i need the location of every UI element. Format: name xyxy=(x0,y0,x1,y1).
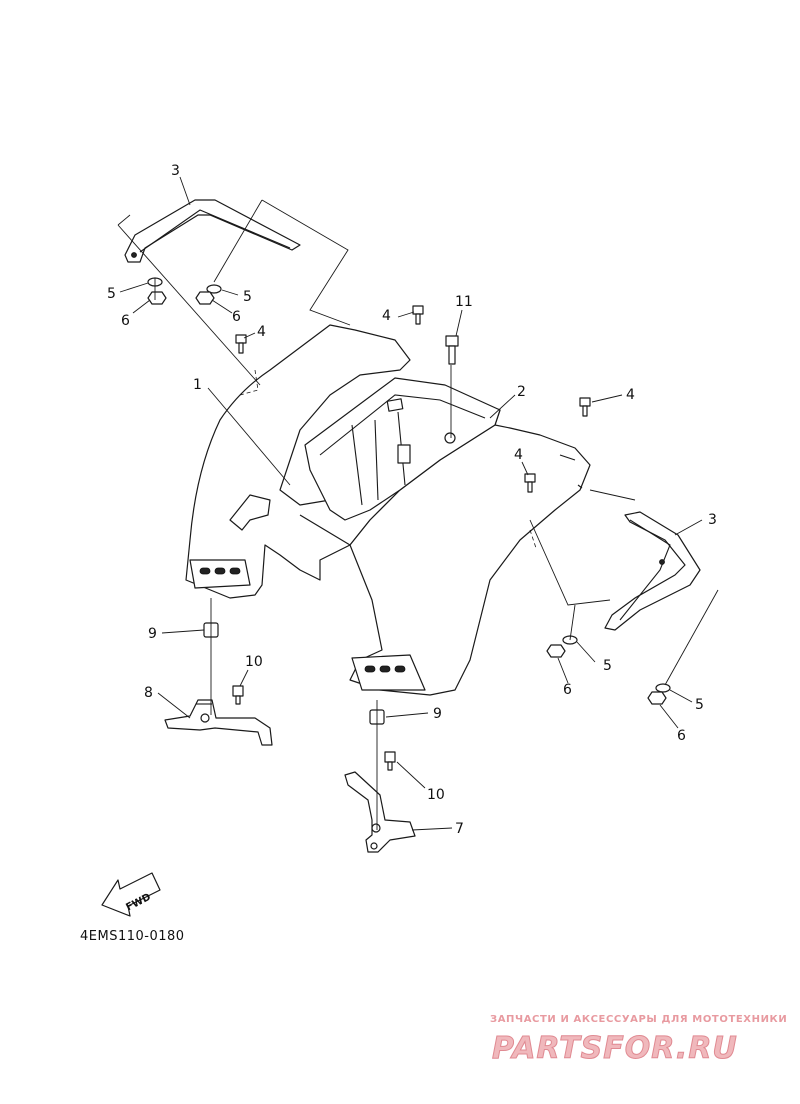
callout-10-right: 10 xyxy=(427,787,445,803)
callout-11: 11 xyxy=(455,294,473,310)
bolt-10-b xyxy=(384,751,396,771)
diagram-code: 4EMS110-0180 xyxy=(80,929,185,944)
callout-5-left-b: 5 xyxy=(243,289,252,305)
bracket-7 xyxy=(344,771,416,853)
callout-4-top: 4 xyxy=(382,308,391,324)
bolt-4-b xyxy=(412,305,424,325)
callout-8: 8 xyxy=(144,685,153,701)
bracket-8 xyxy=(164,699,273,746)
guard-right xyxy=(604,511,701,631)
callout-1: 1 xyxy=(193,377,202,393)
bolt-10-a xyxy=(232,685,244,705)
bolt-4-a xyxy=(235,334,247,354)
watermark-tagline: ЗАПЧАСТИ И АКСЕССУАРЫ ДЛЯ МОТОТЕХНИКИ xyxy=(490,1014,787,1025)
callout-5-right-a: 5 xyxy=(603,658,612,674)
nut-6-c xyxy=(546,644,566,658)
watermark: ЗАПЧАСТИ И АКСЕССУАРЫ ДЛЯ МОТОТЕХНИКИ PA… xyxy=(490,1014,787,1067)
callout-3-right: 3 xyxy=(708,512,717,528)
guard-left xyxy=(124,199,301,263)
watermark-logo: PARTSFOR.RU xyxy=(492,1031,738,1066)
nut-6-d xyxy=(647,691,667,705)
washer-5-d xyxy=(655,683,671,693)
callout-4-mid: 4 xyxy=(514,447,523,463)
callout-4-left: 4 xyxy=(257,324,266,340)
callout-6-right-a: 6 xyxy=(563,682,572,698)
callout-5-right-b: 5 xyxy=(695,697,704,713)
callout-4-right: 4 xyxy=(626,387,635,403)
callout-leaders xyxy=(119,176,703,831)
bolt-11 xyxy=(445,335,459,365)
nut-6-a xyxy=(147,291,167,305)
bolt-4-c xyxy=(579,397,591,417)
rear-fender xyxy=(185,324,591,696)
washer-5-b xyxy=(206,284,222,294)
callout-5-left-a: 5 xyxy=(107,286,116,302)
callout-6-right-b: 6 xyxy=(677,728,686,744)
callout-6-left-a: 6 xyxy=(121,313,130,329)
callout-7: 7 xyxy=(455,821,464,837)
assembly-lines xyxy=(117,199,719,830)
fwd-arrow-icon: FWD xyxy=(101,872,161,917)
callout-9-right: 9 xyxy=(433,706,442,722)
bolt-4-d xyxy=(524,473,536,493)
callout-3-left: 3 xyxy=(171,163,180,179)
nut-6-b xyxy=(195,291,215,305)
callout-numbers: 3 1 2 4 4 4 4 5 5 6 6 3 5 5 6 6 9 9 8 10… xyxy=(107,163,717,837)
callout-9-left: 9 xyxy=(148,626,157,642)
callout-6-left-b: 6 xyxy=(232,309,241,325)
callout-2: 2 xyxy=(517,384,526,400)
callout-10-left: 10 xyxy=(245,654,263,670)
